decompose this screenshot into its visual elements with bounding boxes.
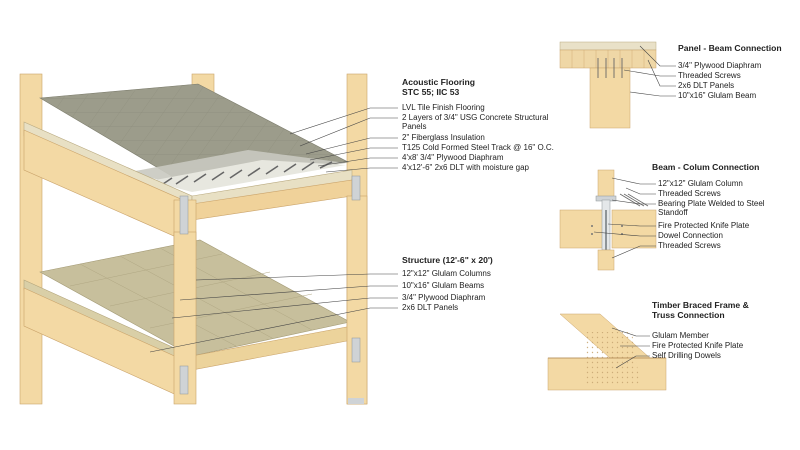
bc-column-top — [597, 169, 615, 199]
panel-beam-label-4: 10"x16" Glulam Beam — [678, 91, 757, 100]
bc-column-bottom — [597, 249, 615, 271]
timber-truss-label-2: Fire Protected Knife Plate — [652, 341, 744, 350]
acoustic-leaders — [289, 107, 398, 173]
bc-beam-right — [611, 209, 657, 249]
steel-standoff-5 — [348, 398, 364, 404]
beam-column-label-4: Fire Protected Knife Plate — [658, 221, 750, 230]
timber-truss-heading-line2: Truss Connection — [652, 310, 725, 320]
beam-column-label-3: Bearing Plate Welded to Steel Standoff — [658, 199, 765, 218]
acoustic-heading-line1: Acoustic Flooring — [402, 77, 476, 87]
timber-truss-label-1: Glulam Member — [652, 331, 709, 340]
structure-label-2: 10"x16" Glulam Beams — [402, 281, 485, 290]
timber-truss-leaders — [611, 327, 650, 369]
beam-column-leaders — [593, 177, 656, 259]
steel-tracks — [159, 161, 333, 187]
acoustic-label-5: 4'x8' 3/4" Plywood Diaphram — [402, 153, 504, 162]
acoustic-label-2: 2 Layers of 3/4" USG Concrete Structural… — [402, 113, 549, 132]
acoustic-label-3: 2" Fiberglass Insulation — [402, 133, 485, 142]
steel-standoff-2 — [351, 175, 361, 201]
beam-column-label-1: 12"x12" Glulam Column — [658, 179, 743, 188]
pb-threaded-screws — [597, 58, 623, 78]
pb-plywood — [559, 41, 657, 51]
timber-truss-label-3: Self Drilling Dowels — [652, 351, 721, 360]
structure-leaders — [149, 273, 398, 353]
steel-standoff-1 — [179, 195, 189, 235]
bc-dowels — [591, 225, 623, 235]
structure-heading: Structure (12'-6" x 20') — [402, 255, 493, 265]
panel-beam-label-3: 2x6 DLT Panels — [678, 81, 735, 90]
panel-beam-label-2: Threaded Screws — [678, 71, 741, 80]
beam-column-heading: Beam - Colum Connection — [652, 162, 760, 172]
pb-glulam-beam — [589, 67, 631, 129]
steel-standoff-3 — [179, 365, 189, 395]
beam-column-label-6: Threaded Screws — [658, 241, 721, 250]
panel-beam-detail — [559, 41, 657, 129]
acoustic-heading-line2: STC 55; IIC 53 — [402, 87, 460, 97]
structure-label-1: 12"x12" Glulam Columns — [402, 269, 491, 278]
acoustic-label-4: T125 Cold Formed Steel Track @ 16" O.C. — [402, 143, 554, 152]
bc-knife-plate — [605, 210, 607, 250]
panel-beam-leaders — [623, 45, 676, 97]
structure-label-3: 3/4" Plywood Diaphram — [402, 293, 486, 302]
panel-beam-heading: Panel - Beam Connection — [678, 43, 782, 53]
beam-column-label-2: Threaded Screws — [658, 189, 721, 198]
beam-column-detail — [559, 169, 657, 271]
acoustic-label-1: LVL Tile Finish Flooring — [402, 103, 485, 112]
main-structure-drawing — [19, 73, 368, 405]
glulam-column-back-left — [19, 73, 43, 405]
acoustic-label-6: 4'x12'-6" 2x6 DLT with moisture gap — [402, 163, 529, 172]
panel-beam-label-1: 3/4" Plywood Diaphram — [678, 61, 762, 70]
structure-label-4: 2x6 DLT Panels — [402, 303, 459, 312]
timber-truss-detail — [547, 313, 667, 391]
beam-column-label-5: Dowel Connection — [658, 231, 723, 240]
bc-beam-left — [559, 209, 605, 249]
steel-standoff-4 — [351, 337, 361, 363]
timber-truss-heading-line1: Timber Braced Frame & — [652, 300, 749, 310]
